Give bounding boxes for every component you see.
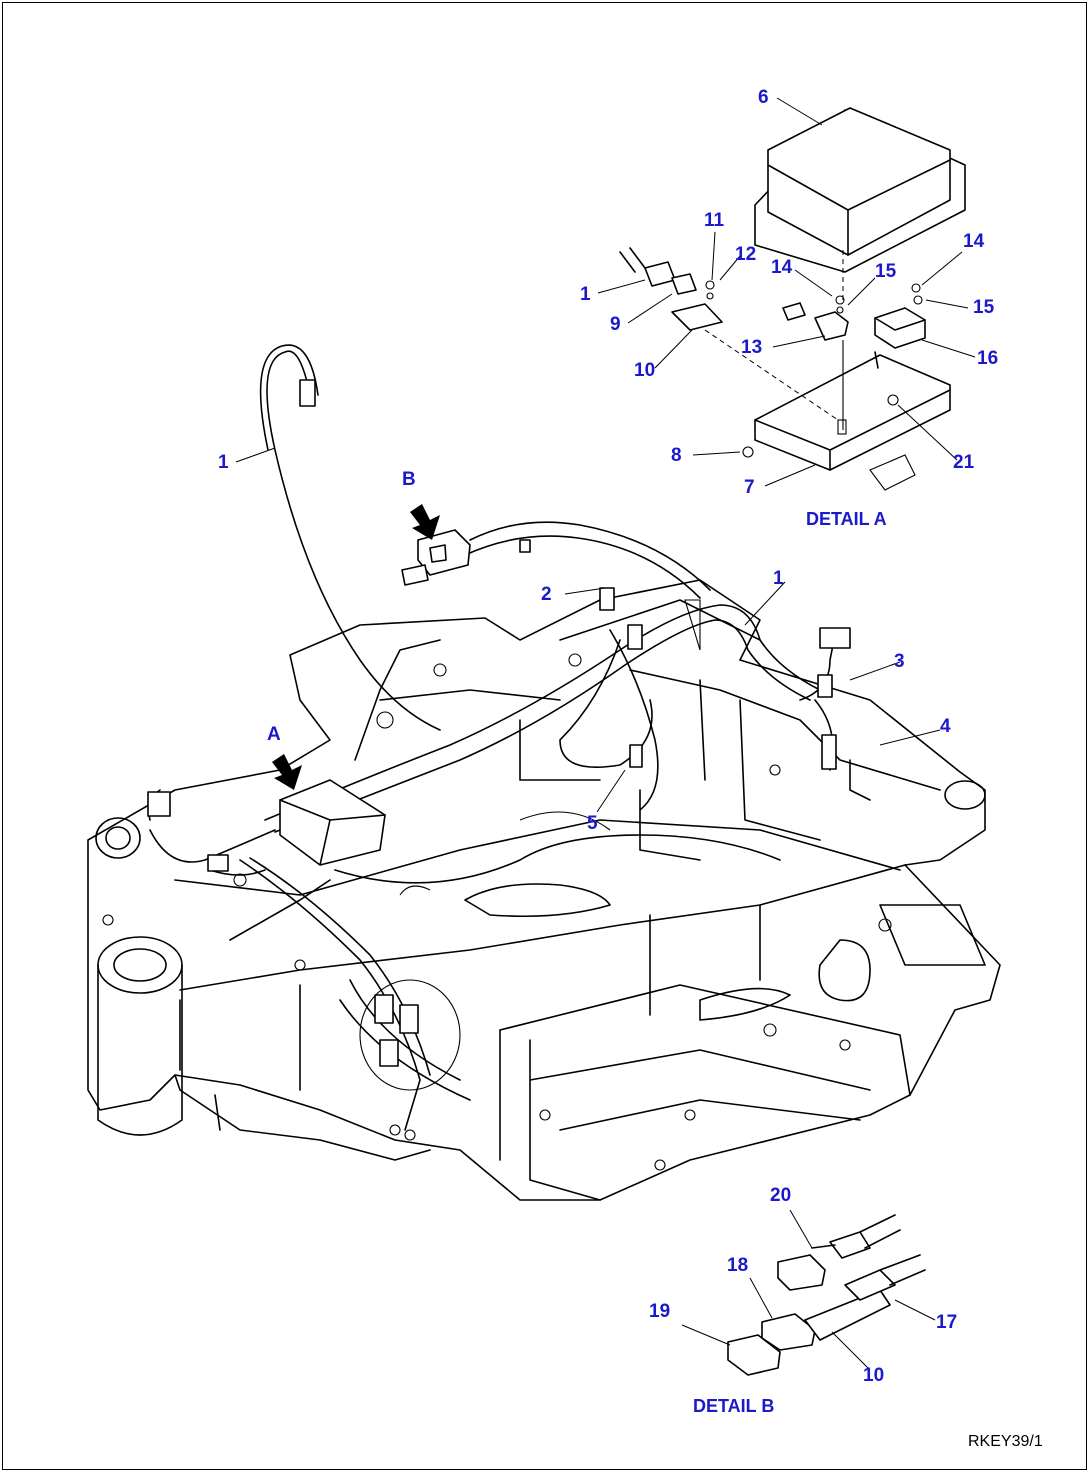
detail-a-group [619,107,966,491]
revolving-frame [87,579,1001,1201]
callout-20: 20 [770,1185,792,1206]
callout-2: 2 [541,584,552,605]
callout-7: 7 [744,477,755,498]
callout-11: 11 [704,210,725,231]
callout-16: 16 [977,348,999,369]
detail-b-title: DETAIL B [693,1396,775,1416]
controller-box-a [279,779,386,866]
view-arrow-a [272,754,302,790]
callout-14-right: 14 [963,231,985,252]
callout-1-lead: 1 [218,452,229,473]
leader-lines [235,97,976,1369]
callout-9: 9 [610,314,621,335]
callout-13: 13 [741,337,763,358]
callout-14-left: 14 [771,257,793,278]
callout-view-b: B [402,469,416,490]
callout-view-a: A [267,724,281,745]
view-arrow-b [410,504,440,540]
wiring-harness-main [147,344,851,1141]
callout-4: 4 [940,716,951,737]
detail-b-group [727,1214,926,1376]
callout-15-lower: 15 [973,297,995,318]
callout-21: 21 [953,452,975,473]
callout-12: 12 [735,244,757,265]
detail-a-title: DETAIL A [806,509,887,529]
callout-5: 5 [587,813,598,834]
connector-b [401,529,471,586]
callout-6: 6 [758,87,769,108]
drawing-code: RKEY39/1 [968,1433,1043,1450]
callout-1-trunk: 1 [773,568,784,589]
callout-10-detail-b: 10 [863,1365,885,1386]
callout-10-detail-a: 10 [634,360,656,381]
callout-1-detail: 1 [580,284,591,305]
callout-3: 3 [894,651,905,672]
callout-17: 17 [936,1312,958,1333]
callout-15-upper: 15 [875,261,897,282]
callout-19: 19 [649,1301,671,1322]
callout-18: 18 [727,1255,749,1276]
callout-8: 8 [671,445,682,466]
